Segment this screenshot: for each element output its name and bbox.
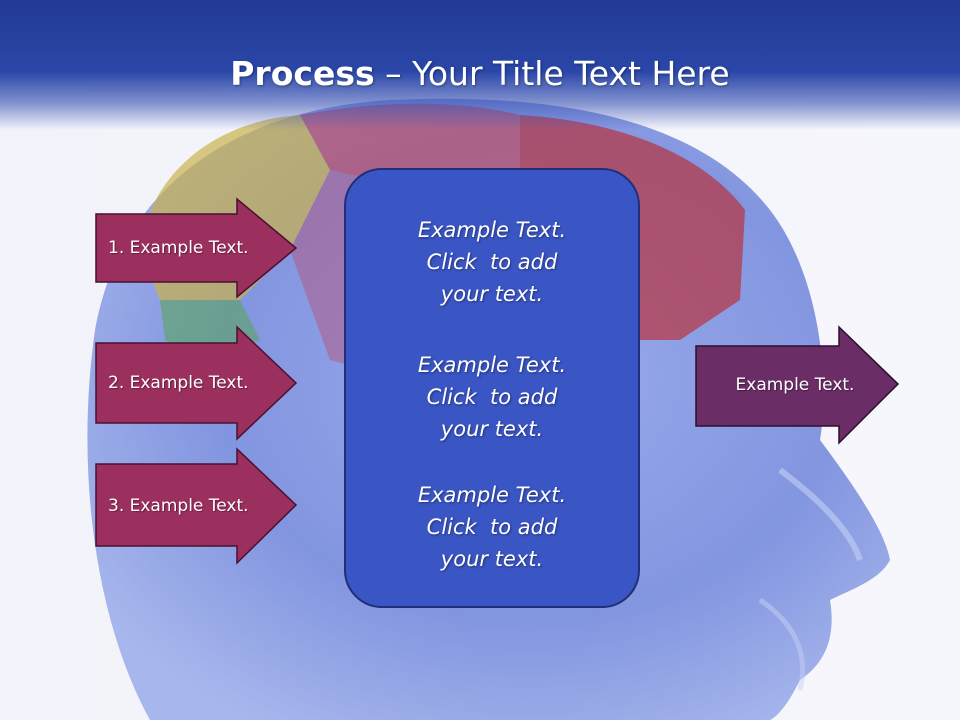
left-arrow-1[interactable]: 1. Example Text. (95, 197, 298, 299)
arrow-right-shape (95, 447, 298, 565)
center-block-1-line3: your text. (440, 282, 544, 306)
left-arrow-3-label: 3. Example Text. (108, 496, 249, 516)
left-arrow-2-label: 2. Example Text. (108, 373, 249, 393)
center-block-2-line1: Example Text. (417, 353, 567, 377)
center-block-1-line2: Click to add (426, 250, 558, 274)
arrow-right-shape (695, 325, 900, 445)
right-arrow-label: Example Text. (735, 375, 855, 395)
left-arrow-3[interactable]: 3. Example Text. (95, 447, 298, 565)
center-text-box[interactable]: Example Text. Click to add your text. Ex… (344, 168, 640, 608)
center-block-2-line3: your text. (440, 417, 544, 441)
center-block-1: Example Text. Click to add your text. (346, 214, 638, 310)
title-rest: – Your Title Text Here (374, 54, 730, 93)
center-block-1-line1: Example Text. (417, 218, 567, 242)
center-block-2: Example Text. Click to add your text. (346, 349, 638, 445)
left-arrow-2[interactable]: 2. Example Text. (95, 325, 298, 441)
title-bold-word: Process (230, 54, 375, 93)
right-arrow[interactable]: Example Text. (695, 325, 900, 445)
arrow-right-shape (95, 325, 298, 441)
slide-title: Process – Your Title Text Here (0, 52, 960, 96)
center-block-3-line2: Click to add (426, 515, 558, 539)
left-arrow-1-label: 1. Example Text. (108, 238, 249, 258)
center-block-2-line2: Click to add (426, 385, 558, 409)
title-bar (0, 0, 960, 130)
center-block-3: Example Text. Click to add your text. (346, 479, 638, 575)
center-block-3-line3: your text. (440, 547, 544, 571)
arrow-right-shape (95, 197, 298, 299)
center-block-3-line1: Example Text. (417, 483, 567, 507)
